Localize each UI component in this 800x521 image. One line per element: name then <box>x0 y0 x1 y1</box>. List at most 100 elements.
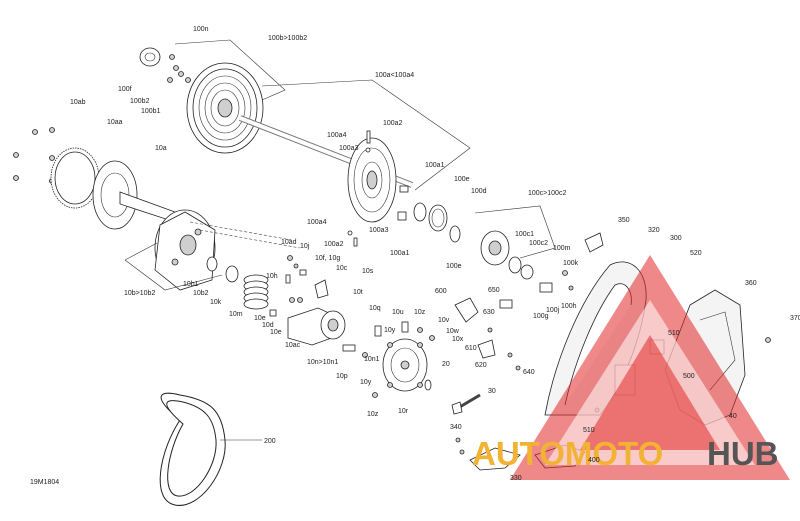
label-10y-a: 10y <box>384 327 396 334</box>
spring-10m <box>243 274 269 310</box>
label-340: 340 <box>450 424 462 431</box>
label-10n1: 10n1 <box>364 356 380 363</box>
label-10b2: 10b2 <box>193 290 209 297</box>
cover-10r <box>382 338 428 392</box>
label-100a4-top: 100a4 <box>327 132 347 139</box>
label-330: 330 <box>510 475 522 482</box>
label-10j: 10j <box>300 243 310 250</box>
label-10e-b: 10e <box>270 329 282 336</box>
label-500: 500 <box>683 373 695 380</box>
label-10h: 10h <box>266 273 278 280</box>
diagram-id: 19M1804 <box>30 479 59 486</box>
label-10b1: 10b1 <box>183 281 199 288</box>
label-100b-100b2: 100b>100b2 <box>268 35 307 42</box>
automotohub-watermark: AUTOMOTO HUB <box>472 255 790 480</box>
label-320: 320 <box>648 227 660 234</box>
label-20: 20 <box>442 361 450 368</box>
label-100a2-low: 100a2 <box>324 241 344 248</box>
part-labels: 100n 100b>100b2 100f 100b2 100b1 100a<10… <box>30 26 800 486</box>
label-10k: 10k <box>210 299 222 306</box>
washers-10b1-10b2 <box>206 256 239 283</box>
label-30: 30 <box>488 388 496 395</box>
label-510-a: 510 <box>668 330 680 337</box>
label-10s: 10s <box>362 268 374 275</box>
label-100e-low: 100e <box>446 263 462 270</box>
label-100a3-top: 100a3 <box>339 145 359 152</box>
label-610: 610 <box>465 345 477 352</box>
label-10d: 10d <box>262 322 274 329</box>
label-630: 630 <box>483 309 495 316</box>
label-10aa: 10aa <box>107 119 123 126</box>
watermark-text-automoto: AUTOMOTO <box>472 435 663 472</box>
label-100n: 100n <box>193 26 209 33</box>
fixed-sheave-10a <box>92 160 176 230</box>
label-350: 350 <box>618 217 630 224</box>
label-100c-100c2: 100c>100c2 <box>528 190 566 197</box>
label-100b1: 100b1 <box>141 108 161 115</box>
label-370: 370 <box>790 315 800 322</box>
label-100g: 100g <box>533 313 549 320</box>
label-100b2: 100b2 <box>130 98 150 105</box>
label-10t: 10t <box>353 289 363 296</box>
rings-100d-100e <box>413 202 461 243</box>
callout-100b <box>174 39 286 101</box>
bolts-10ab <box>13 127 55 184</box>
label-10r: 10r <box>398 408 409 415</box>
parts-600-650 <box>454 297 521 371</box>
drive-belt-200 <box>159 392 226 506</box>
label-100f: 100f <box>118 86 132 93</box>
label-360: 360 <box>745 280 757 287</box>
label-100k: 100k <box>563 260 579 267</box>
label-200: 200 <box>264 438 276 445</box>
seal-ring-100n <box>139 47 161 67</box>
assembly-line-2 <box>199 229 301 249</box>
callout-100c <box>474 205 556 259</box>
label-100a3-low: 100a3 <box>369 227 389 234</box>
label-40: 40 <box>729 413 737 420</box>
label-100m: 100m <box>553 245 571 252</box>
label-10ad: 10ad <box>281 239 297 246</box>
label-10n-10n1: 10n>10n1 <box>307 359 338 366</box>
label-640: 640 <box>523 369 535 376</box>
label-100a1-top: 100a1 <box>425 162 445 169</box>
label-10q: 10q <box>369 305 381 312</box>
bushings-100a <box>347 130 409 247</box>
label-10z-low: 10z <box>367 411 379 418</box>
label-100a4-low: 100a4 <box>307 219 327 226</box>
label-10x: 10x <box>452 336 464 343</box>
label-10a: 10a <box>155 145 167 152</box>
washer-20 <box>424 379 432 391</box>
cam-100c <box>480 230 574 293</box>
label-620: 620 <box>475 362 487 369</box>
ring-gear-10aa <box>50 147 100 209</box>
label-100h: 100h <box>561 303 577 310</box>
small-parts-10c-10t <box>269 255 329 317</box>
label-10ac: 10ac <box>285 342 301 349</box>
fasteners-10u-10z <box>362 321 435 398</box>
label-650: 650 <box>488 287 500 294</box>
label-100c2: 100c2 <box>529 240 548 247</box>
label-10w: 10w <box>446 328 460 335</box>
label-600: 600 <box>435 288 447 295</box>
bolt-30 <box>451 393 481 415</box>
label-100e-top: 100e <box>454 176 470 183</box>
watermark-text-hub: HUB <box>707 435 779 472</box>
label-300: 300 <box>670 235 682 242</box>
label-10f-10g: 10f, 10g <box>315 255 340 262</box>
driven-pulley-sheave <box>186 62 264 154</box>
movable-sheave-10b <box>154 209 216 291</box>
label-100d: 100d <box>471 188 487 195</box>
label-10y-b: 10y <box>360 379 372 386</box>
label-100j: 100j <box>546 307 560 314</box>
label-400: 400 <box>588 457 600 464</box>
label-520: 520 <box>690 250 702 257</box>
label-100a-100a4: 100a<100a4 <box>375 72 414 79</box>
spider-10ac <box>287 307 356 352</box>
label-10z-top: 10z <box>414 309 426 316</box>
label-100c1: 100c1 <box>515 231 534 238</box>
label-10b-10b2: 10b>10b2 <box>124 290 155 297</box>
label-10ab: 10ab <box>70 99 86 106</box>
label-100a2-top: 100a2 <box>383 120 403 127</box>
label-100a1-low: 100a1 <box>390 250 410 257</box>
